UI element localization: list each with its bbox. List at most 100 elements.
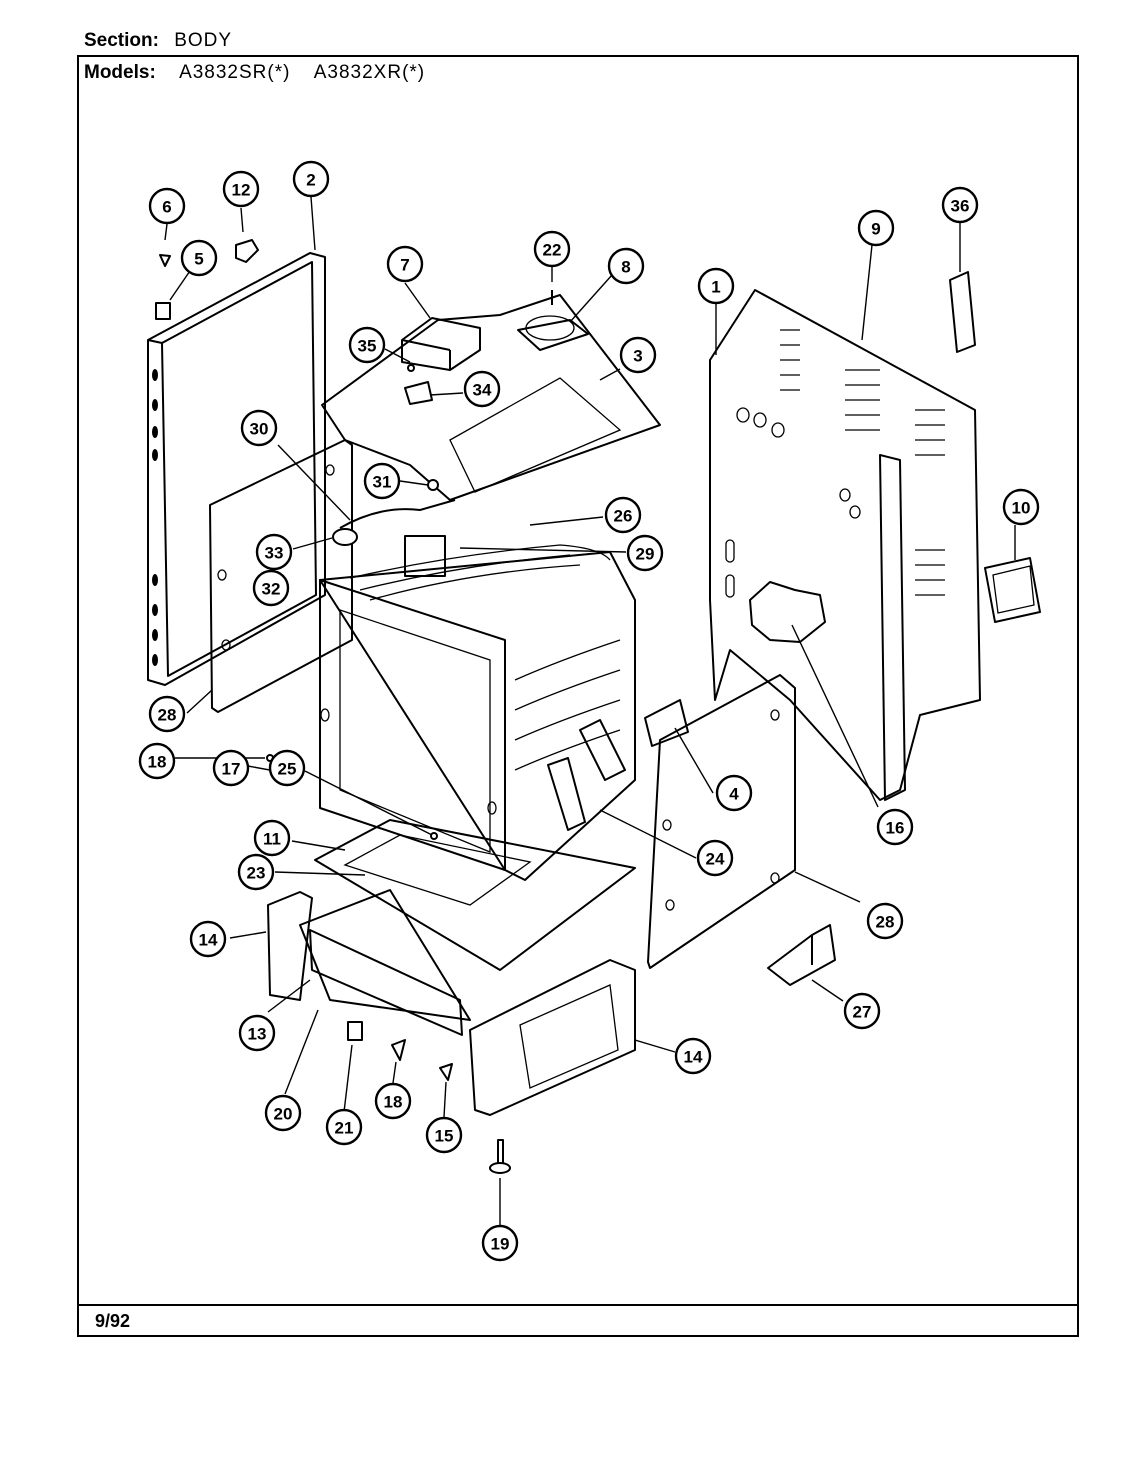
callout-c26: 26 xyxy=(604,496,642,534)
callout-number: 12 xyxy=(232,181,251,200)
callout-number: 2 xyxy=(306,171,315,190)
callout-circle xyxy=(607,247,645,285)
callout-number: 14 xyxy=(684,1048,703,1067)
callout-number: 3 xyxy=(633,347,642,366)
callout-number: 28 xyxy=(158,706,177,725)
callout-number: 22 xyxy=(543,241,562,260)
part-side-panel-left xyxy=(147,252,326,686)
callout-circle xyxy=(386,245,424,283)
callout-c2: 2 xyxy=(292,160,330,198)
callout-number: 21 xyxy=(335,1119,354,1138)
callout-c17: 17 xyxy=(212,749,250,787)
callout-circle xyxy=(212,749,250,787)
callout-circle xyxy=(876,808,914,846)
callout-circle xyxy=(363,462,401,500)
callout-circle xyxy=(696,839,734,877)
callout-c33: 33 xyxy=(255,533,293,571)
section-value: BODY xyxy=(174,30,233,51)
callout-c34: 34 xyxy=(463,370,501,408)
callout-circle xyxy=(1002,488,1040,526)
callout-number: 31 xyxy=(373,473,392,492)
part-wire-harness xyxy=(332,499,456,546)
callout-number: 27 xyxy=(853,1003,872,1022)
callout-circle xyxy=(238,1014,276,1052)
callout-number: 8 xyxy=(621,258,630,277)
callout-number: 28 xyxy=(876,913,895,932)
callout-number: 35 xyxy=(358,337,377,356)
callout-circle xyxy=(348,326,386,364)
callout-c28b: 28 xyxy=(866,902,904,940)
callout-c35: 35 xyxy=(348,326,386,364)
callout-number: 30 xyxy=(250,420,269,439)
callout-circle xyxy=(222,170,260,208)
part-control-box xyxy=(401,317,481,371)
callout-c4: 4 xyxy=(715,774,753,812)
callout-c28a: 28 xyxy=(148,695,186,733)
callout-number: 26 xyxy=(614,507,633,526)
callout-circle xyxy=(148,695,186,733)
callout-c36: 36 xyxy=(941,186,979,224)
callout-circle xyxy=(253,819,291,857)
callout-circle xyxy=(237,853,275,891)
callout-number: 29 xyxy=(636,545,655,564)
callout-c29: 29 xyxy=(626,534,664,572)
part-hinge xyxy=(547,719,626,831)
callout-circle xyxy=(866,902,904,940)
callout-number: 18 xyxy=(384,1093,403,1112)
part-back-panel xyxy=(709,289,981,801)
callout-c3: 3 xyxy=(619,336,657,374)
callout-circle xyxy=(189,920,227,958)
callout-c9: 9 xyxy=(857,209,895,247)
callout-number: 7 xyxy=(400,256,409,275)
callout-circle xyxy=(180,239,218,277)
callout-circle xyxy=(715,774,753,812)
callout-c25: 25 xyxy=(268,749,306,787)
callout-c21: 21 xyxy=(325,1108,363,1146)
callout-number: 17 xyxy=(222,760,241,779)
callout-number: 14 xyxy=(199,931,218,950)
callout-number: 13 xyxy=(248,1025,267,1044)
callout-c30: 30 xyxy=(240,409,278,447)
callout-number: 16 xyxy=(886,819,905,838)
callout-number: 6 xyxy=(162,198,171,217)
callout-circle xyxy=(255,533,293,571)
section-heading: Section: BODY xyxy=(84,30,232,52)
model-2: A3832XR(*) xyxy=(313,62,426,83)
models-heading: Models: A3832SR(*) A3832XR(*) xyxy=(84,62,425,84)
callout-c15: 15 xyxy=(425,1116,463,1154)
callout-circle xyxy=(626,534,664,572)
section-label: Section: xyxy=(84,30,159,51)
diagram-frame xyxy=(77,55,1079,1337)
callout-c14b: 14 xyxy=(674,1037,712,1075)
callout-circle xyxy=(138,742,176,780)
part-fasteners xyxy=(266,290,553,1174)
callout-c5: 5 xyxy=(180,239,218,277)
callout-number: 11 xyxy=(263,830,281,849)
callout-circle xyxy=(857,209,895,247)
callout-circle xyxy=(374,1082,412,1120)
callout-number: 1 xyxy=(711,278,720,297)
callout-circle xyxy=(268,749,306,787)
callout-c18b: 18 xyxy=(374,1082,412,1120)
callout-number: 19 xyxy=(491,1235,510,1254)
callout-c16: 16 xyxy=(876,808,914,846)
part-bracket-34 xyxy=(404,381,433,405)
callout-circle xyxy=(533,230,571,268)
part-oven-bottom xyxy=(314,819,636,971)
part-terminal-block xyxy=(949,271,976,353)
callout-c10: 10 xyxy=(1002,488,1040,526)
callout-circle xyxy=(292,160,330,198)
callout-circle xyxy=(843,992,881,1030)
callout-number: 20 xyxy=(274,1105,293,1124)
callout-c7: 7 xyxy=(386,245,424,283)
callout-number: 36 xyxy=(951,197,970,216)
models-label: Models: xyxy=(84,62,156,83)
callout-c6: 6 xyxy=(148,187,186,225)
callout-c13: 13 xyxy=(238,1014,276,1052)
part-bracket-4 xyxy=(644,699,689,747)
callout-circle xyxy=(148,187,186,225)
callout-number: 18 xyxy=(148,753,167,772)
callout-number: 24 xyxy=(706,850,725,869)
callout-c23: 23 xyxy=(237,853,275,891)
